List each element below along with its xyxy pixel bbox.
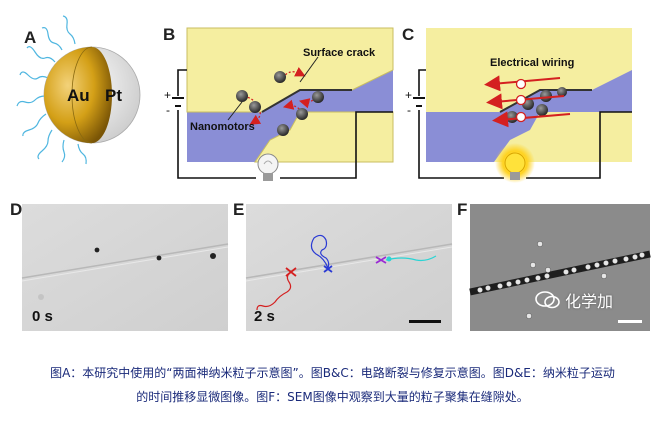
panel-e-letter: E — [233, 200, 245, 219]
nanomotors-label: Nanomotors — [190, 121, 255, 133]
timestamp-d: 0 s — [32, 308, 53, 325]
caption-line-2: 的时间推移显微图像。图F：SEM图像中观察到大量的粒子聚集在缝隙处。 — [136, 390, 529, 404]
panel-f-letter: F — [457, 200, 468, 219]
au-label: Au — [67, 86, 90, 105]
battery-minus-b: - — [166, 103, 170, 117]
circuit-repair-diagram: Electrical wiring + - — [405, 28, 632, 183]
panel-b-letter: B — [163, 25, 176, 44]
circuit-break-diagram: Surface crack Nanomotors + - — [164, 27, 394, 181]
caption-line-1: 图A：本研究中使用的“两面神纳米粒子示意图”。图B&C：电路断裂与修复示意图。图… — [50, 366, 615, 380]
watermark-text: 化学加 — [565, 292, 614, 311]
sem-panel-f — [469, 204, 651, 331]
janus-particle-diagram — [16, 15, 141, 165]
timestamp-e: 2 s — [254, 308, 275, 325]
surface-crack-label: Surface crack — [303, 47, 376, 59]
panel-a-letter: A — [24, 28, 37, 47]
wechat-icon — [535, 291, 560, 309]
pt-label: Pt — [105, 86, 122, 105]
battery-minus-c: - — [407, 103, 411, 117]
watermark: 化学加 — [535, 288, 613, 312]
lit-bulb-icon — [495, 143, 535, 183]
unlit-bulb-icon — [257, 153, 279, 181]
microscopy-panel-d — [21, 204, 229, 331]
battery-plus-c: + — [405, 88, 412, 102]
microscopy-panel-e — [245, 204, 453, 331]
panel-c-letter: C — [402, 25, 415, 44]
battery-plus-b: + — [164, 88, 171, 102]
electrical-wiring-label: Electrical wiring — [490, 57, 574, 69]
panel-d-letter: D — [10, 200, 23, 219]
